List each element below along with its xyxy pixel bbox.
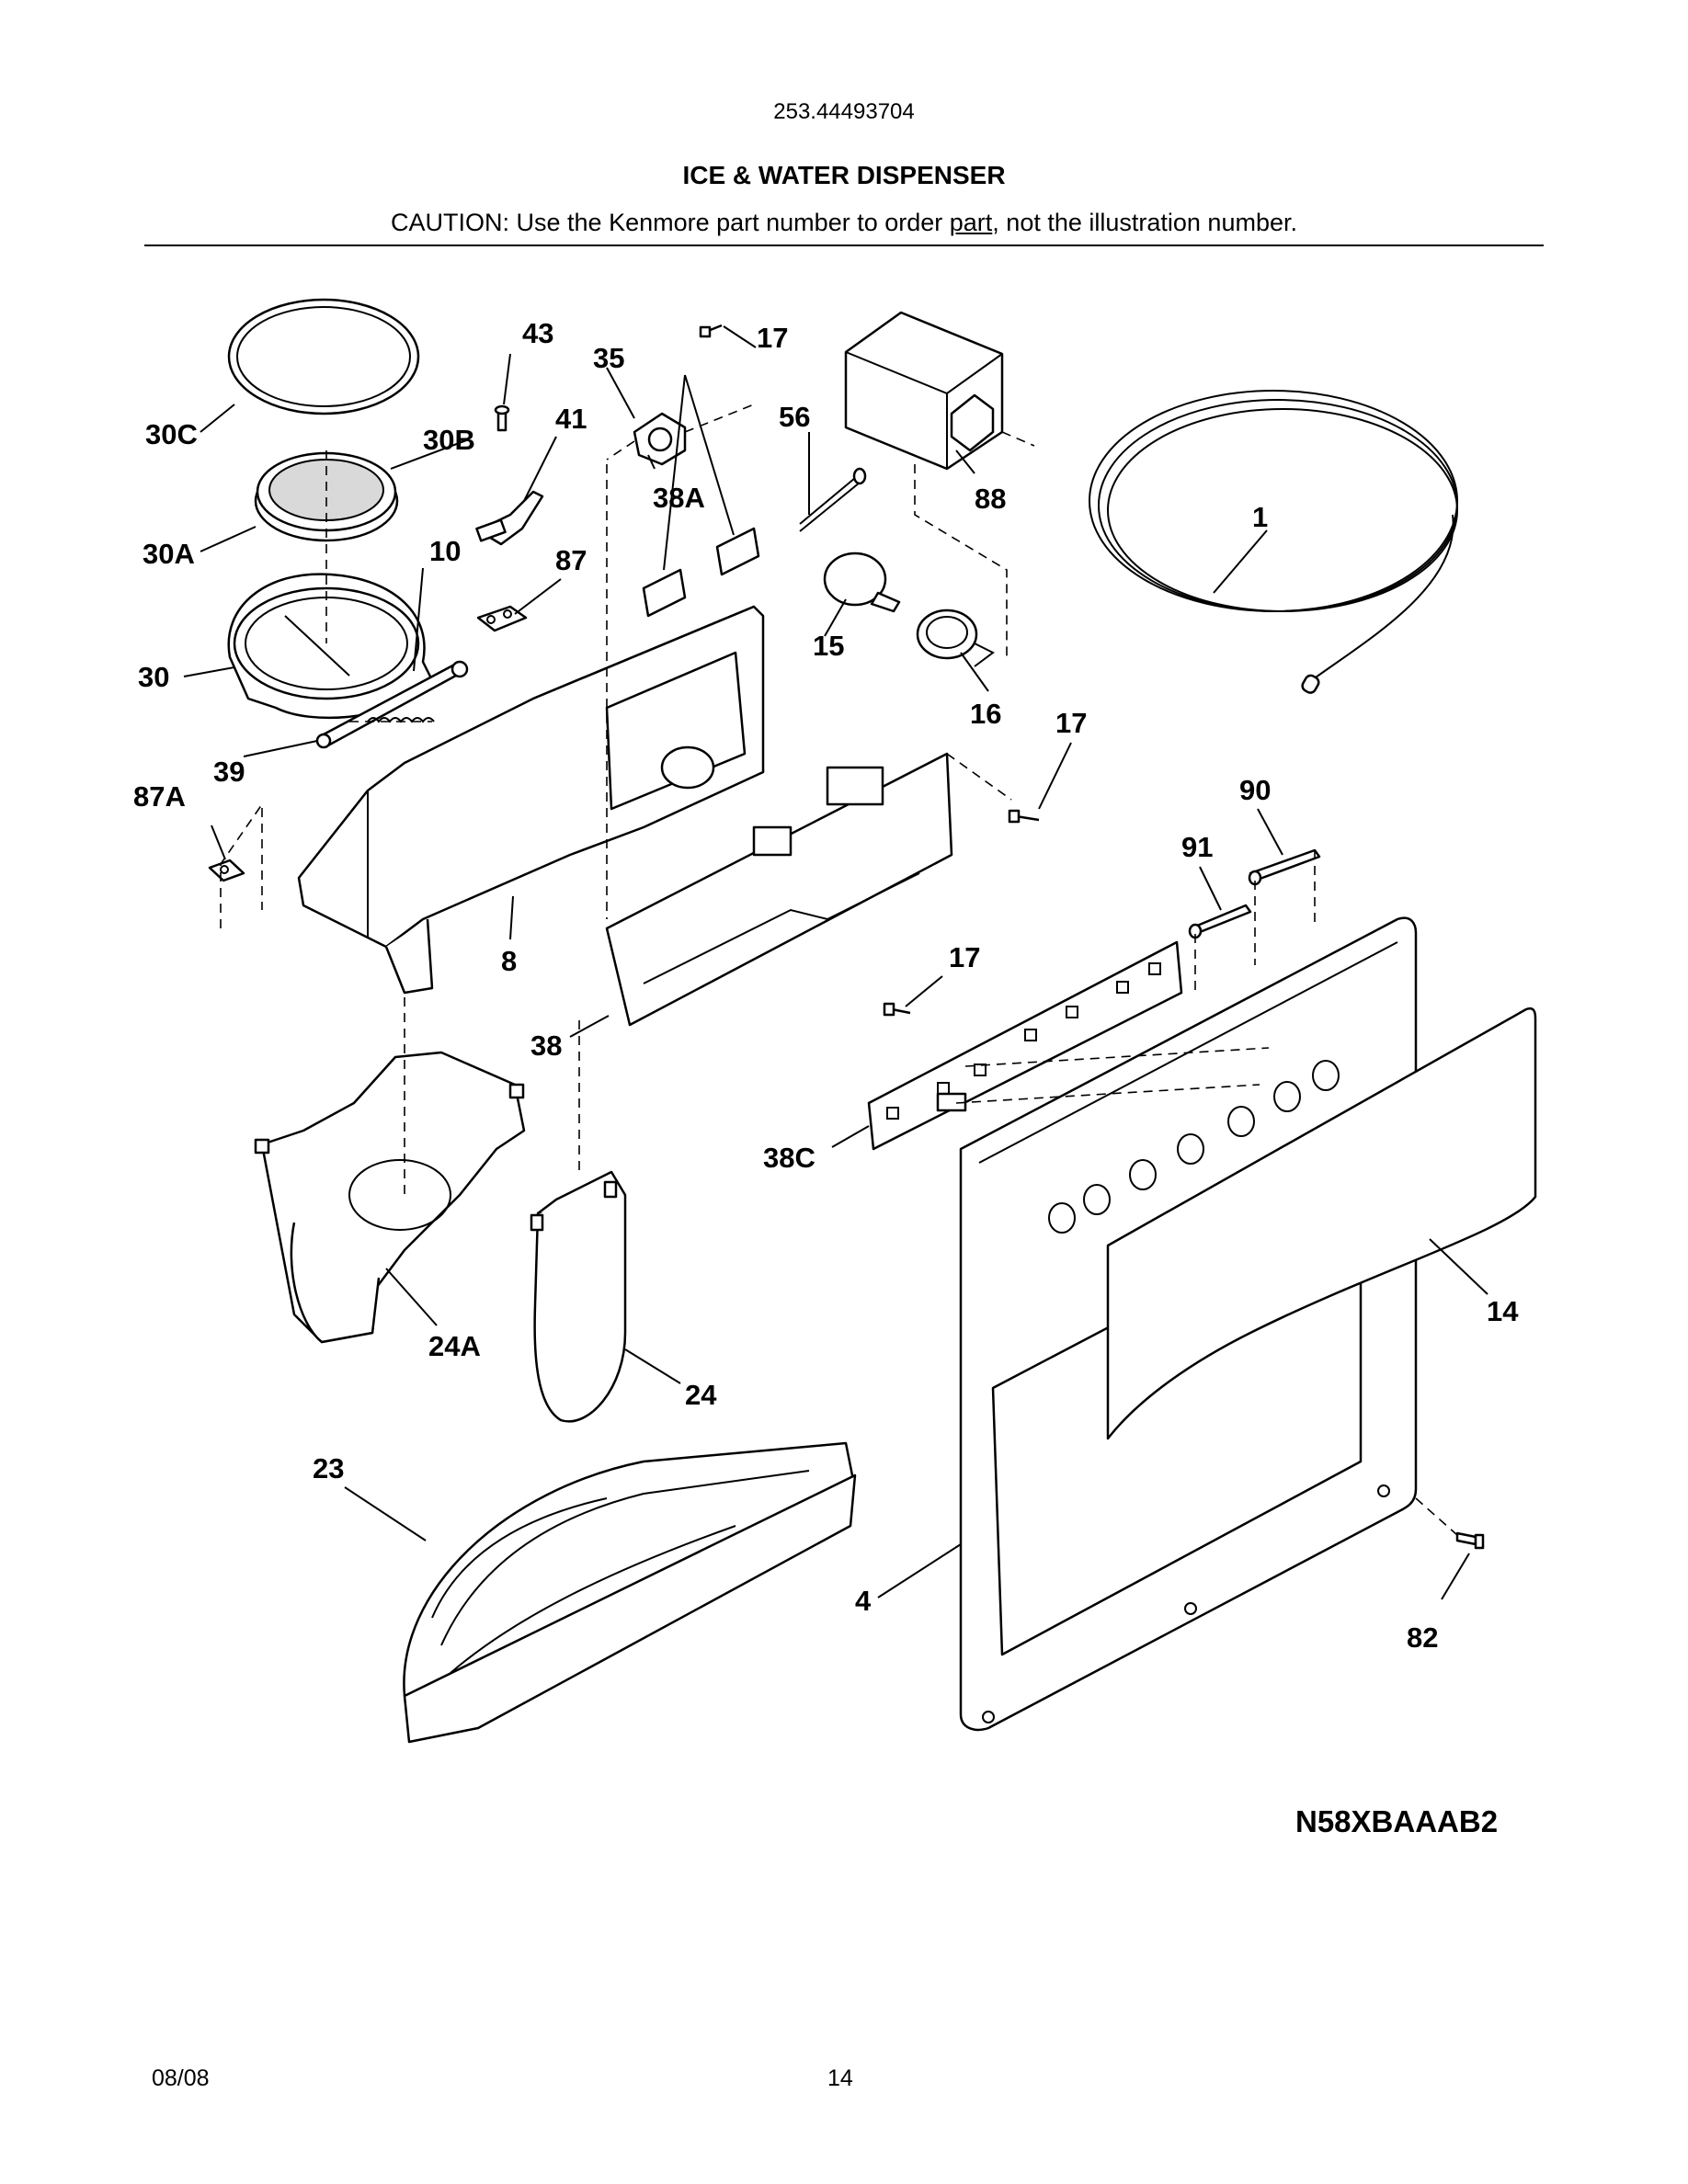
diagram-code: N58XBAAAB2 [1295, 1804, 1499, 1838]
caution-text-end: , not the illustration number. [992, 209, 1297, 236]
callout-43: 43 [522, 317, 553, 349]
callout-30c: 30C [145, 418, 198, 450]
callout-15: 15 [813, 630, 844, 662]
callout-87a: 87A [133, 780, 186, 813]
callout-87: 87 [555, 544, 587, 576]
callout-24a: 24A [428, 1330, 481, 1362]
part-90-pin [1248, 848, 1321, 886]
callout-39: 39 [213, 756, 245, 788]
callout-88: 88 [975, 483, 1006, 515]
part-56-screw-long [799, 467, 867, 532]
callout-30a: 30A [143, 538, 195, 570]
part-24a-chute [254, 1051, 526, 1344]
part-43-screw [494, 404, 510, 432]
part-24-flap [530, 1170, 627, 1423]
callout-17-lower: 17 [949, 941, 980, 973]
part-17-screw-top [699, 324, 723, 338]
callout-4: 4 [855, 1585, 872, 1617]
part-38-control-board [605, 752, 953, 1027]
page-title: ICE & WATER DISPENSER [682, 161, 1006, 189]
callout-56: 56 [779, 401, 810, 433]
callout-16: 16 [970, 698, 1001, 730]
part-41-bracket [475, 490, 544, 546]
callout-38c: 38C [763, 1142, 815, 1174]
callout-23: 23 [313, 1452, 344, 1484]
callout-30b: 30B [423, 424, 475, 456]
part-88-box [844, 311, 1004, 471]
callout-38a: 38A [653, 482, 705, 514]
callout-labels: 43 17 35 56 30C 30B 41 38A 88 1 30A 10 8… [133, 317, 1519, 1654]
caution-text-underlined: part [949, 209, 993, 236]
part-30c-gasket [227, 298, 420, 415]
callout-38: 38 [530, 1029, 562, 1062]
callout-17-top: 17 [757, 322, 788, 354]
part-23-drip-tray [403, 1441, 857, 1744]
callout-90: 90 [1239, 774, 1271, 806]
part-1-tubing [1089, 390, 1458, 694]
callout-30: 30 [138, 661, 169, 693]
part-14-shield [1106, 1007, 1537, 1440]
part-38a-switches [642, 527, 760, 618]
header-divider [144, 245, 1544, 246]
callout-8: 8 [501, 945, 517, 977]
model-number: 253.44493704 [773, 99, 915, 124]
part-87-plate [476, 605, 528, 632]
callout-41: 41 [555, 403, 587, 435]
callout-10: 10 [429, 535, 461, 567]
part-15-bulb [823, 552, 901, 613]
caution-text-start: CAUTION: Use the Kenmore part number to … [391, 209, 950, 236]
callout-14: 14 [1487, 1295, 1519, 1327]
footer-page-number: 14 [827, 2065, 853, 2091]
part-82-screw [1455, 1531, 1485, 1550]
callout-1: 1 [1252, 501, 1268, 533]
callout-35: 35 [593, 342, 624, 374]
part-91-pin [1188, 904, 1252, 939]
callout-91: 91 [1181, 831, 1213, 863]
footer-date: 08/08 [152, 2065, 210, 2091]
callout-17-middle: 17 [1055, 707, 1087, 739]
part-8-housing [297, 605, 765, 995]
caution-text: CAUTION: Use the Kenmore part number to … [0, 209, 1688, 237]
part-16-socket [916, 609, 995, 667]
part-38c-switch-board [867, 940, 1183, 1151]
part-17-screw-middle [1008, 809, 1040, 824]
callout-82: 82 [1407, 1621, 1438, 1654]
leader-lines [183, 325, 1488, 1600]
part-17-screw-lower [883, 1002, 911, 1017]
callout-24: 24 [685, 1379, 717, 1411]
part-35-actuator [633, 412, 687, 470]
part-87a-plate [208, 859, 245, 882]
